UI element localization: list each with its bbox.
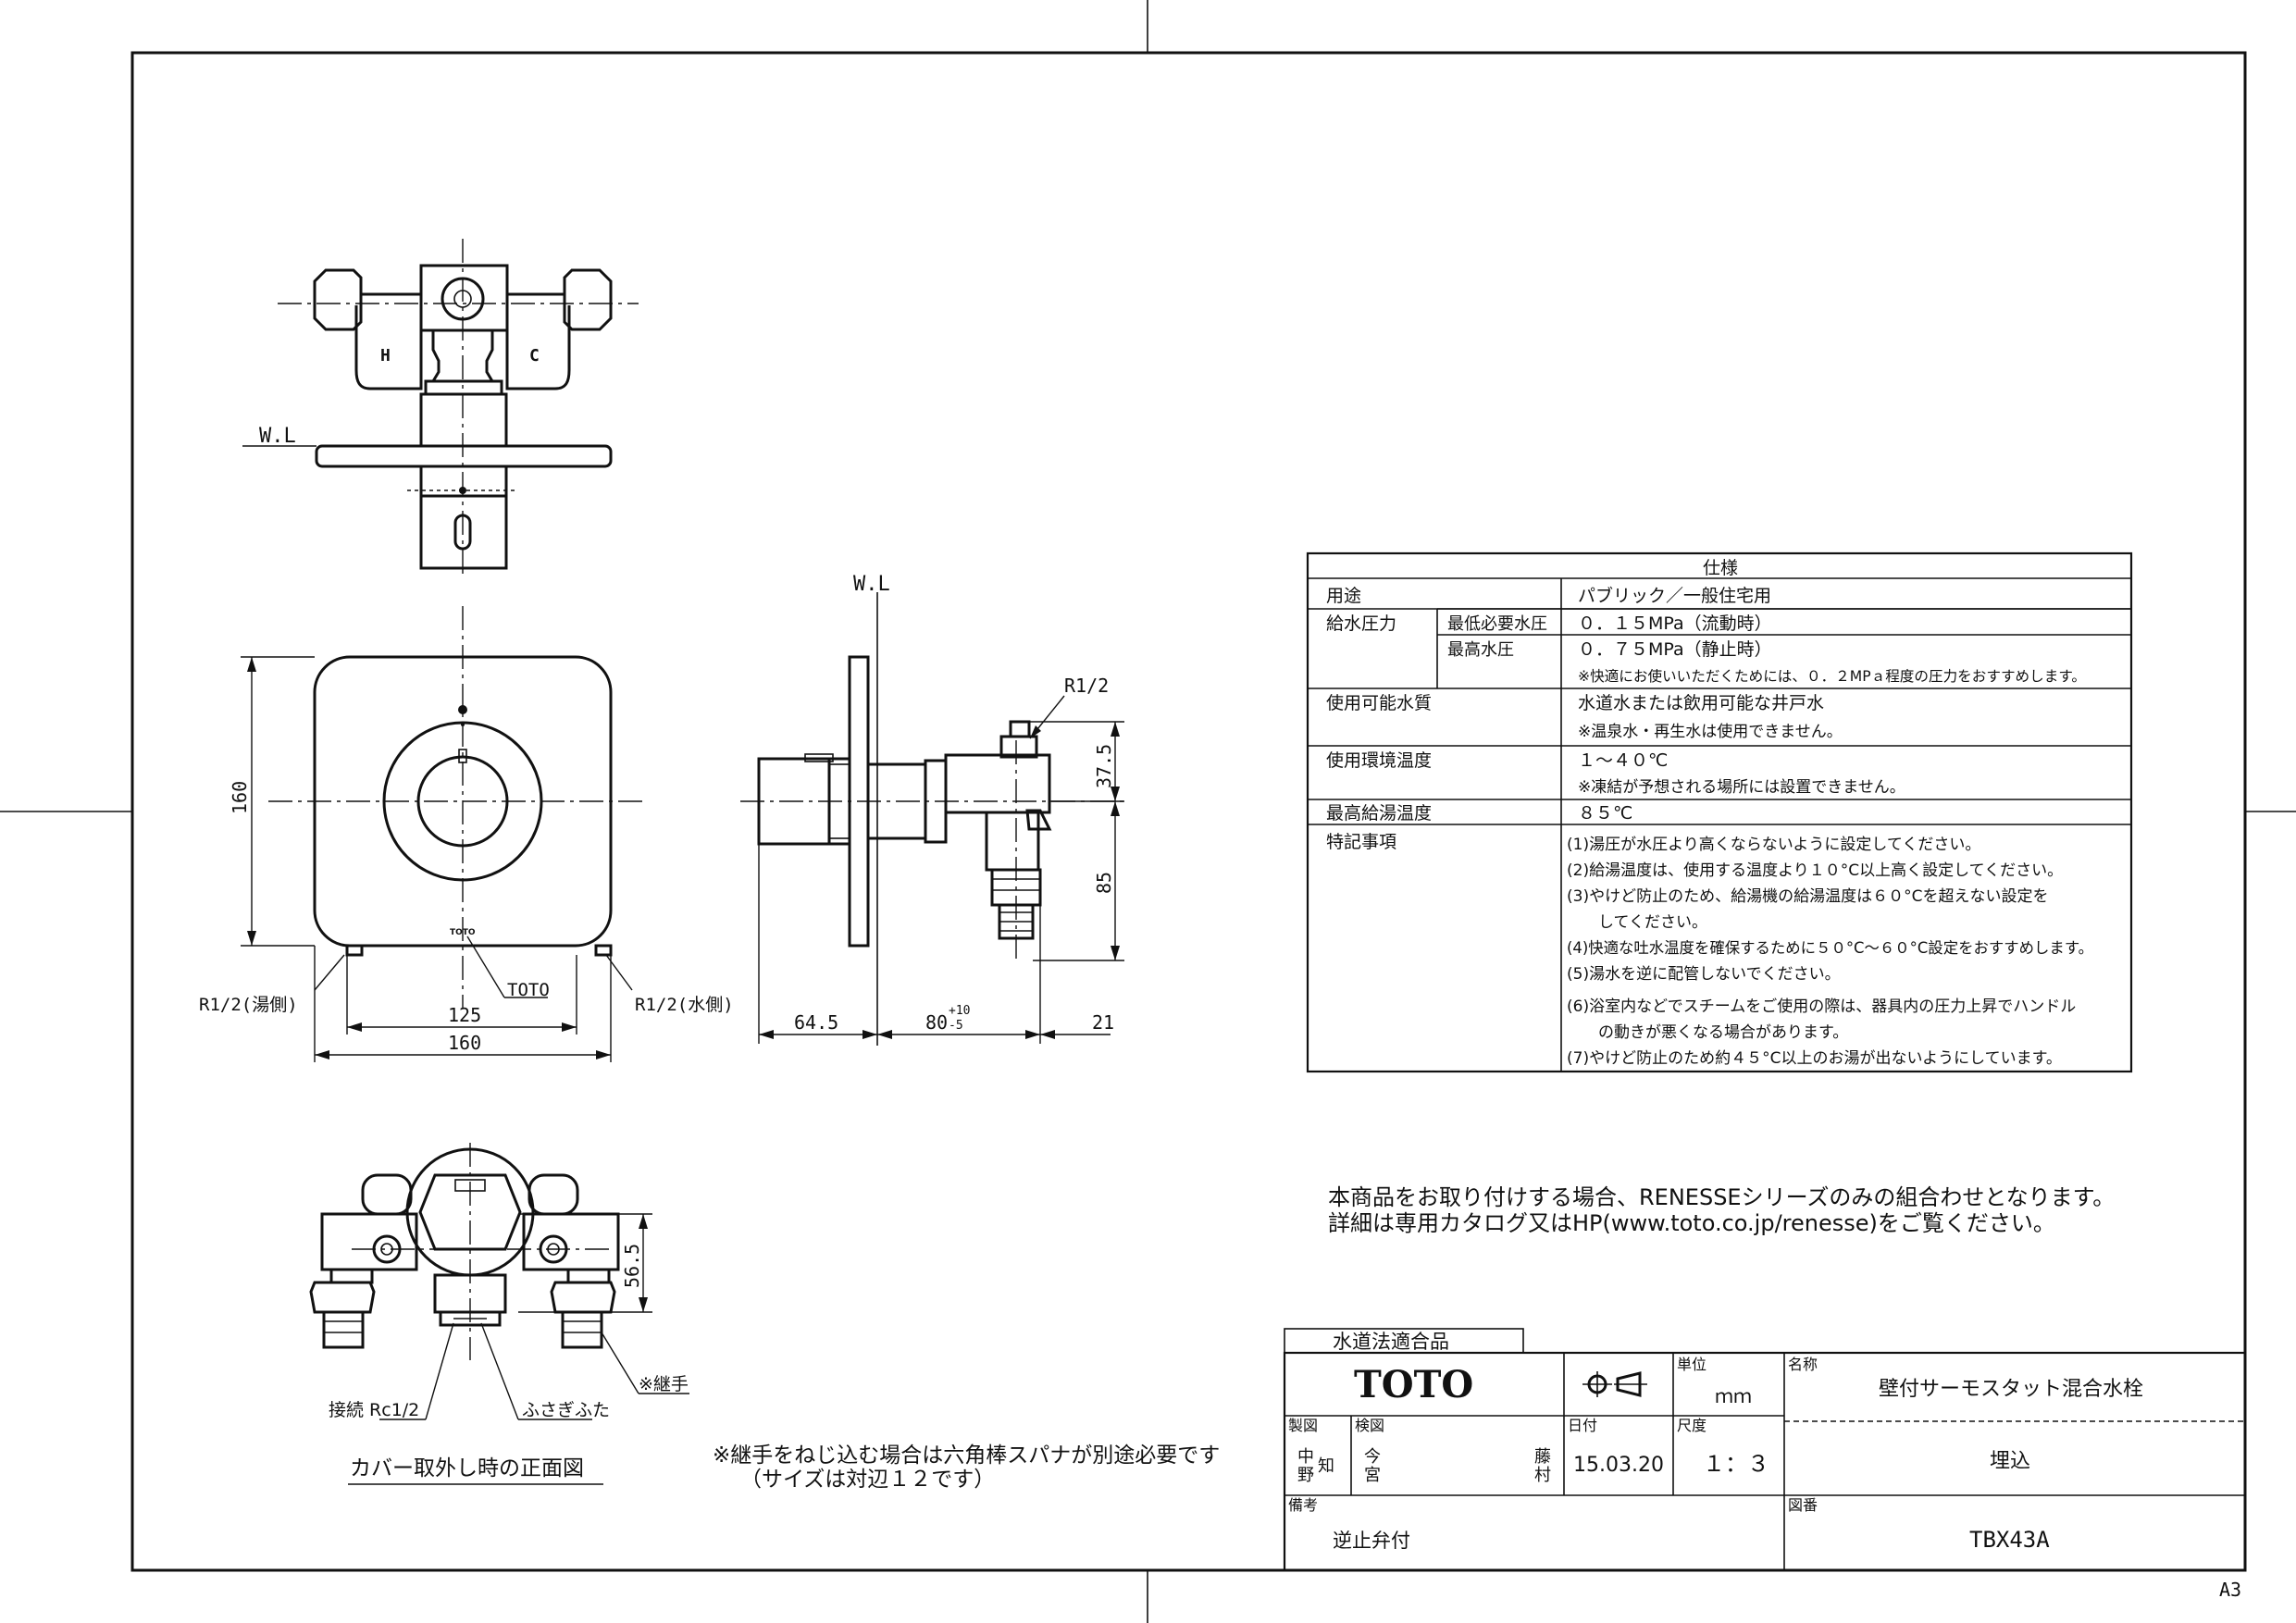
scale-value: １：３ [1703, 1451, 1769, 1477]
unit-value: ｍｍ [1715, 1385, 1752, 1407]
spec-notes-label: 特記事項 [1326, 832, 1396, 852]
handle-hot-label: H [380, 346, 391, 365]
spec-row-env-note: ※凍結が予想される場所には設置できません。 [1578, 778, 1905, 797]
unit-label: 単位 [1677, 1356, 1706, 1373]
spec-note-3b: してください。 [1567, 913, 1707, 932]
checked-by-2: 宮 [1364, 1466, 1381, 1485]
label-r12-cold: R1/2(水側) [635, 995, 734, 1015]
dim-width-160: 160 [448, 1032, 481, 1054]
scale-label: 尺度 [1677, 1417, 1706, 1434]
checked-label: 検図 [1355, 1417, 1384, 1434]
brand-logo: TOTO [1354, 1363, 1473, 1406]
spec-row-water-value: 水道水または飲用可能な井戸水 [1578, 693, 1824, 713]
certification-label: 水道法適合品 [1333, 1331, 1449, 1353]
handle-cold-label: C [529, 346, 540, 365]
name-value: 壁付サーモスタット混合水栓 [1879, 1378, 2143, 1401]
plate-logo: TOTO [450, 928, 476, 937]
dim-85: 85 [1093, 872, 1115, 894]
dim-37-5: 37.5 [1093, 744, 1115, 788]
wrench-note-line2: （サイズは対辺１２です） [740, 1468, 995, 1492]
cover-removed-caption: カバー取外し時の正面図 [350, 1456, 584, 1481]
drawn-by-3: 知 [1318, 1456, 1334, 1476]
drawn-by-2: 野 [1297, 1466, 1314, 1485]
dim-56-5: 56.5 [621, 1244, 643, 1288]
type-value: 埋込 [1990, 1450, 2030, 1473]
spec-note-1: (1)湯圧が水圧より高くならないように設定してください。 [1567, 836, 1980, 854]
spec-note-3: (3)やけど防止のため、給湯機の給湯温度は６０°Cを超えない設定を [1567, 887, 2048, 906]
drawn-label: 製図 [1288, 1417, 1318, 1434]
dim-80-tol-minus: -5 [949, 1019, 963, 1033]
drawing-no-value: TBX43A [1969, 1527, 2050, 1553]
wrench-note-line1: ※継手をねじ込む場合は六角棒スパナが別途必要です [713, 1443, 1220, 1468]
label-toto: TOTO [507, 980, 550, 1000]
remarks-label: 備考 [1288, 1496, 1318, 1514]
checked-by-1: 今 [1364, 1447, 1381, 1467]
spec-note-7: (7)やけど防止のため約４５°C以上のお湯が出ないようにしています。 [1567, 1049, 2062, 1068]
spec-note-4: (4)快適な吐水温度を確保するために５０°C～６０°C設定をおすすめします。 [1567, 939, 2093, 957]
checked-by-4: 村 [1534, 1466, 1551, 1485]
front-view: TOTO 160 R1/2(湯側) R1/2(水側) TOTO 125 160 [199, 606, 734, 1062]
spec-row-pressure-min-sub: 最低必要水圧 [1447, 614, 1547, 634]
title-block [1283, 1328, 2247, 1572]
spec-row-maxtemp-label: 最高給湯温度 [1326, 803, 1432, 824]
top-view: H C W.L [242, 239, 639, 574]
spec-row-maxtemp-value: ８５℃ [1578, 803, 1632, 824]
spec-row-pressure-max-note: ※快適にお使いいただくためには、０．２MPａ程度の圧力をおすすめします。 [1578, 668, 2086, 685]
date-value: 15.03.20 [1573, 1454, 1664, 1477]
spec-row-pressure-min-value: ０．１５MPa（流動時） [1578, 613, 1772, 634]
remarks-value: 逆止弁付 [1333, 1530, 1410, 1552]
spec-note-6: (6)浴室内などでスチームをご使用の際は、器具内の圧力上昇でハンドル [1567, 997, 2076, 1016]
dim-width-125: 125 [448, 1004, 481, 1026]
spec-row-env-label: 使用環境温度 [1326, 750, 1432, 771]
spec-row-pressure-label: 給水圧力 [1326, 613, 1396, 634]
spec-note-2: (2)給湯温度は、使用する温度より１０°C以上高く設定してください。 [1567, 861, 2063, 880]
side-label-r12: R1/2 [1064, 675, 1109, 697]
spec-row-env-value: １～４０℃ [1578, 750, 1668, 771]
combination-note-line2: 詳細は専用カタログ又はHP(www.toto.co.jp/renesse)をご覧… [1328, 1210, 2055, 1236]
dim-height-160: 160 [229, 781, 251, 814]
top-view-wl-label: W.L [259, 425, 296, 448]
spec-row-pressure-max-sub: 最高水圧 [1447, 640, 1514, 660]
spec-row-water-label: 使用可能水質 [1326, 693, 1432, 713]
spec-row-pressure-max-value: ０．７５MPa（静止時） [1578, 639, 1772, 660]
dim-80: 80 [925, 1011, 948, 1034]
spec-table-title: 仕様 [1703, 558, 1738, 578]
spec-table [1306, 551, 2133, 1073]
label-cap: ふさぎふた [522, 1400, 610, 1420]
name-label: 名称 [1788, 1356, 1818, 1373]
spec-row-usage-value: パブリック／一般住宅用 [1578, 585, 1771, 606]
spec-note-5: (5)湯水を逆に配管しないでください。 [1567, 965, 1841, 984]
combination-note-line1: 本商品をお取り付けする場合、RENESSEシリーズのみの組合わせとなります。 [1328, 1184, 2115, 1210]
label-connection-rc12: 接続 Rc1/2 [329, 1400, 419, 1420]
side-view: W.L R1/2 37.5 [740, 573, 1129, 1046]
drawn-by-1: 中 [1297, 1447, 1314, 1467]
label-r12-hot: R1/2(湯側) [199, 995, 298, 1015]
dim-64-5: 64.5 [794, 1011, 838, 1034]
cover-removed-view: 56.5 接続 Rc1/2 ふさぎふた ※継手 カバー取外し時の正面図 [309, 1143, 689, 1485]
spec-note-6b: の動きが悪くなる場合があります。 [1567, 1023, 1848, 1042]
label-fitting: ※継手 [639, 1374, 689, 1394]
spec-row-water-note: ※温泉水・再生水は使用できません。 [1578, 722, 1843, 741]
spec-row-usage-label: 用途 [1326, 586, 1361, 606]
date-label: 日付 [1568, 1417, 1597, 1434]
sheet-size-label: A3 [2219, 1579, 2241, 1601]
drawing-no-label: 図番 [1788, 1496, 1818, 1514]
dim-80-tol-plus: +10 [949, 1004, 970, 1018]
checked-by-3: 藤 [1534, 1447, 1551, 1467]
side-view-wl-label: W.L [853, 573, 890, 596]
dim-21: 21 [1092, 1011, 1114, 1034]
